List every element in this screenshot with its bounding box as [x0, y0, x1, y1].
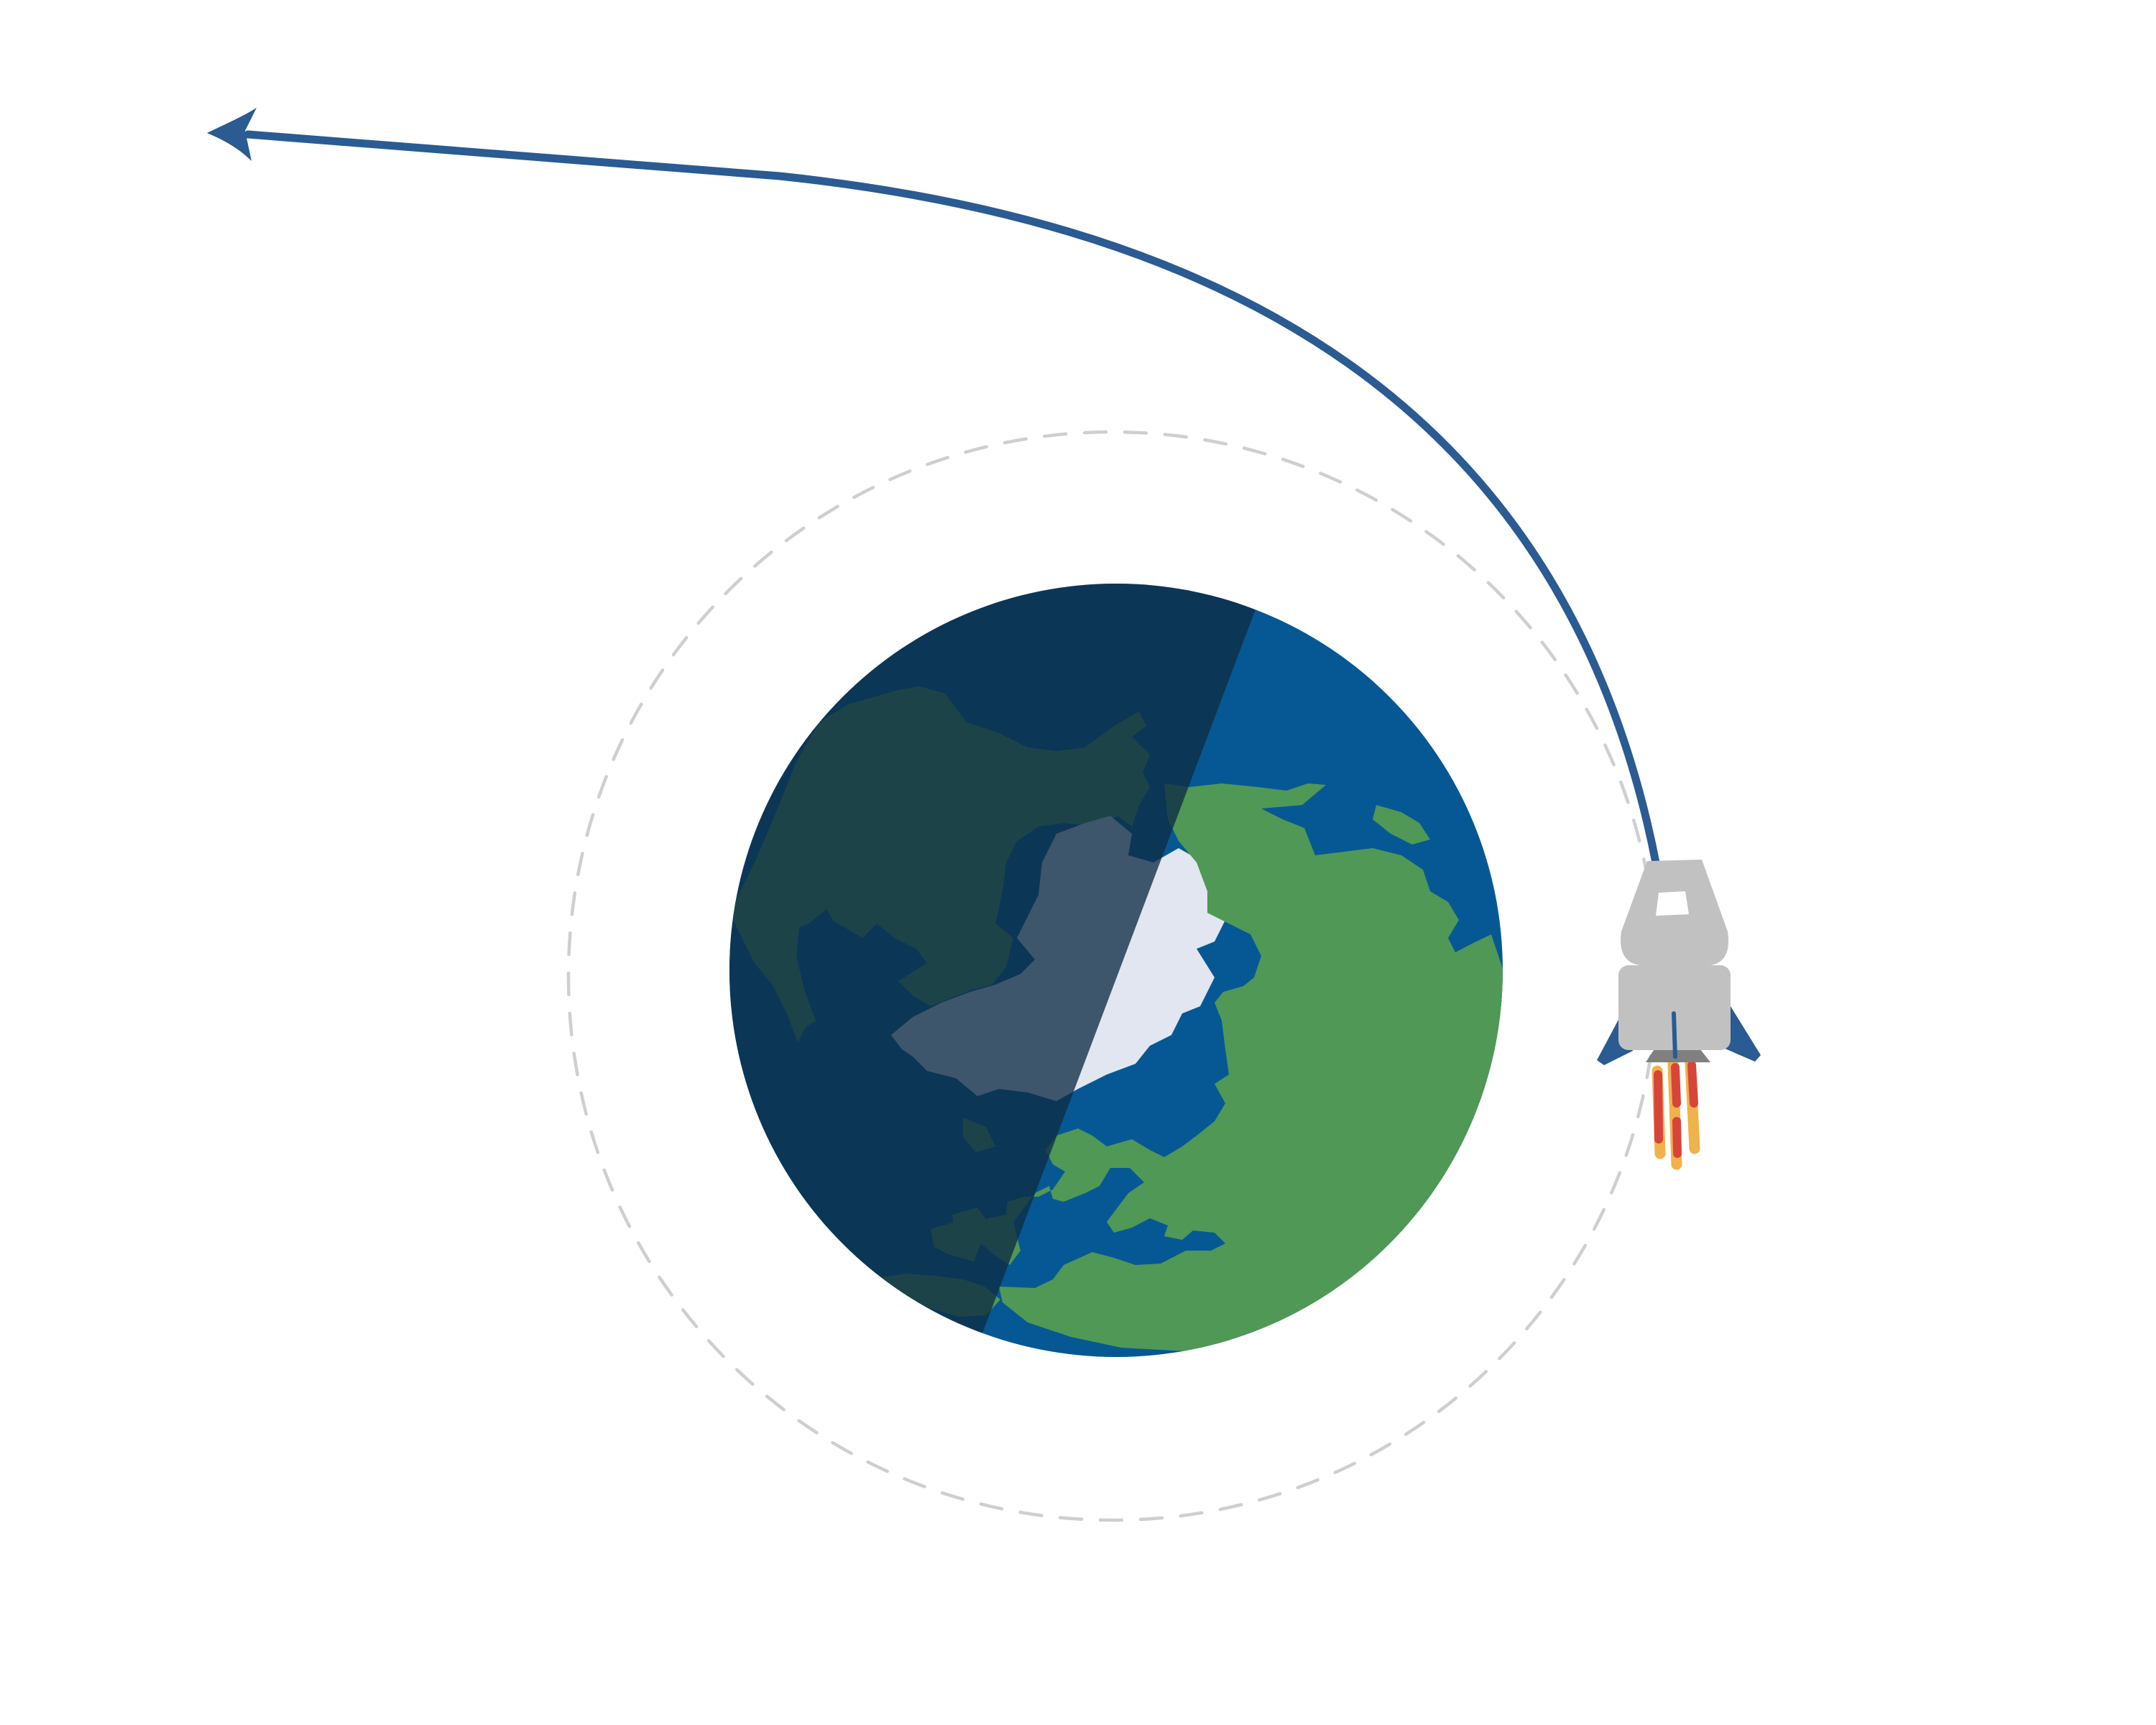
earth-night-side — [729, 584, 1268, 1357]
earth-icon — [729, 584, 1503, 1357]
arrowhead-icon — [207, 108, 257, 161]
rocket-fin-right — [1723, 1006, 1761, 1062]
earth-land-east — [931, 783, 1503, 1351]
escape-trajectory — [244, 130, 1661, 870]
rocket-icon — [1597, 860, 1761, 1170]
rocket-body — [1618, 965, 1731, 1050]
earth-island-east-2 — [1387, 884, 1419, 907]
rocket-flame — [1651, 1057, 1700, 1170]
rocket-window — [1656, 891, 1689, 916]
earth-island-east-1 — [1373, 805, 1430, 845]
rocket-center-line — [1672, 1011, 1677, 1059]
